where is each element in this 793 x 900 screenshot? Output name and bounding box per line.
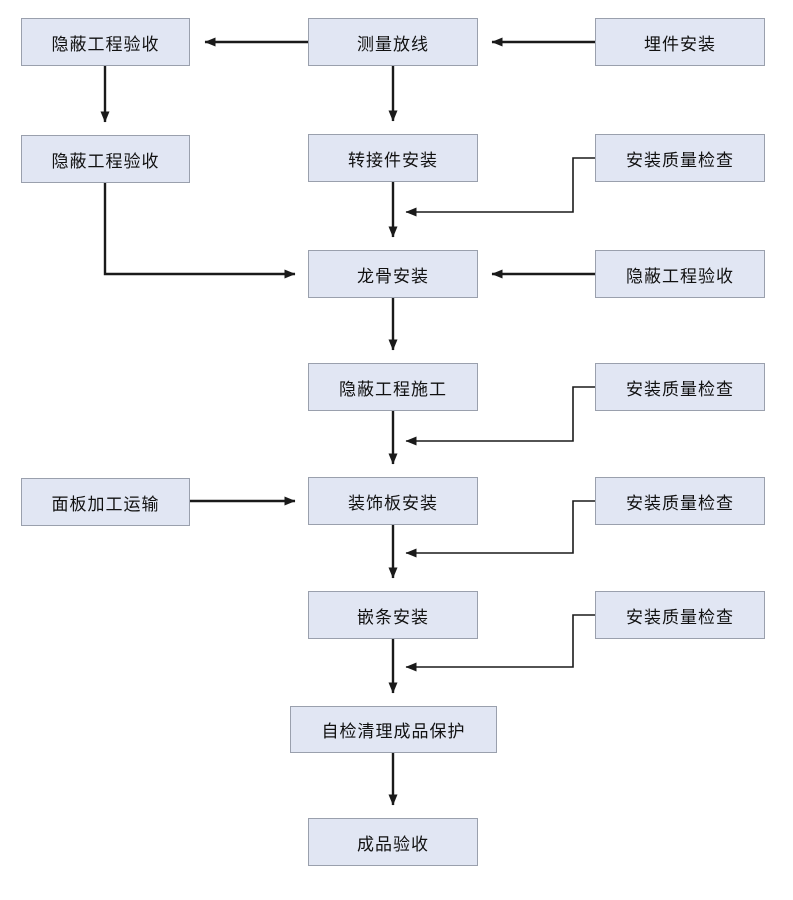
- node-install-quality-check-1[interactable]: 安装质量检查: [595, 134, 765, 182]
- node-label: 隐蔽工程验收: [51, 34, 160, 54]
- node-label: 埋件安装: [644, 34, 716, 54]
- node-trim-strip-install[interactable]: 嵌条安装: [308, 591, 478, 639]
- edge-qc1-to-trunk: [405, 157, 595, 217]
- node-concealed-acceptance-1[interactable]: 隐蔽工程验收: [21, 18, 190, 66]
- node-label: 隐蔽工程验收: [626, 266, 734, 286]
- edge-qc4-to-trunk: [405, 614, 595, 672]
- node-label: 安装质量检查: [626, 150, 734, 170]
- node-install-quality-check-3[interactable]: 安装质量检查: [595, 477, 765, 525]
- node-label: 隐蔽工程验收: [51, 151, 160, 171]
- node-concealed-acceptance-3[interactable]: 隐蔽工程验收: [595, 250, 765, 298]
- node-survey-setout[interactable]: 测量放线: [308, 18, 478, 66]
- node-install-quality-check-2[interactable]: 安装质量检查: [595, 363, 765, 411]
- node-concealed-works-construction[interactable]: 隐蔽工程施工: [308, 363, 478, 411]
- edge-qc3-to-trunk: [405, 500, 595, 558]
- node-label: 成品验收: [357, 834, 429, 854]
- node-decorative-panel-install[interactable]: 装饰板安装: [308, 477, 478, 525]
- node-final-acceptance[interactable]: 成品验收: [308, 818, 478, 866]
- node-label: 装饰板安装: [348, 493, 438, 513]
- node-label: 嵌条安装: [357, 607, 429, 627]
- node-adapter-install[interactable]: 转接件安装: [308, 134, 478, 182]
- node-label: 面板加工运输: [51, 494, 160, 514]
- node-selfcheck-clean-protect[interactable]: 自检清理成品保护: [290, 706, 497, 753]
- node-panel-fabrication-transport[interactable]: 面板加工运输: [21, 478, 190, 526]
- node-label: 龙骨安装: [357, 266, 429, 286]
- node-label: 隐蔽工程施工: [339, 379, 447, 399]
- node-label: 安装质量检查: [626, 493, 734, 513]
- node-label: 安装质量检查: [626, 379, 734, 399]
- node-concealed-acceptance-2[interactable]: 隐蔽工程验收: [21, 135, 190, 183]
- node-label: 测量放线: [357, 34, 429, 54]
- edge-accept2-to-keel: [103, 183, 296, 279]
- node-label: 转接件安装: [348, 150, 438, 170]
- node-label: 安装质量检查: [626, 607, 734, 627]
- edge-qc2-to-trunk: [405, 386, 595, 446]
- node-embedded-part-install[interactable]: 埋件安装: [595, 18, 765, 66]
- node-install-quality-check-4[interactable]: 安装质量检查: [595, 591, 765, 639]
- node-label: 自检清理成品保护: [321, 722, 466, 741]
- node-keel-install[interactable]: 龙骨安装: [308, 250, 478, 298]
